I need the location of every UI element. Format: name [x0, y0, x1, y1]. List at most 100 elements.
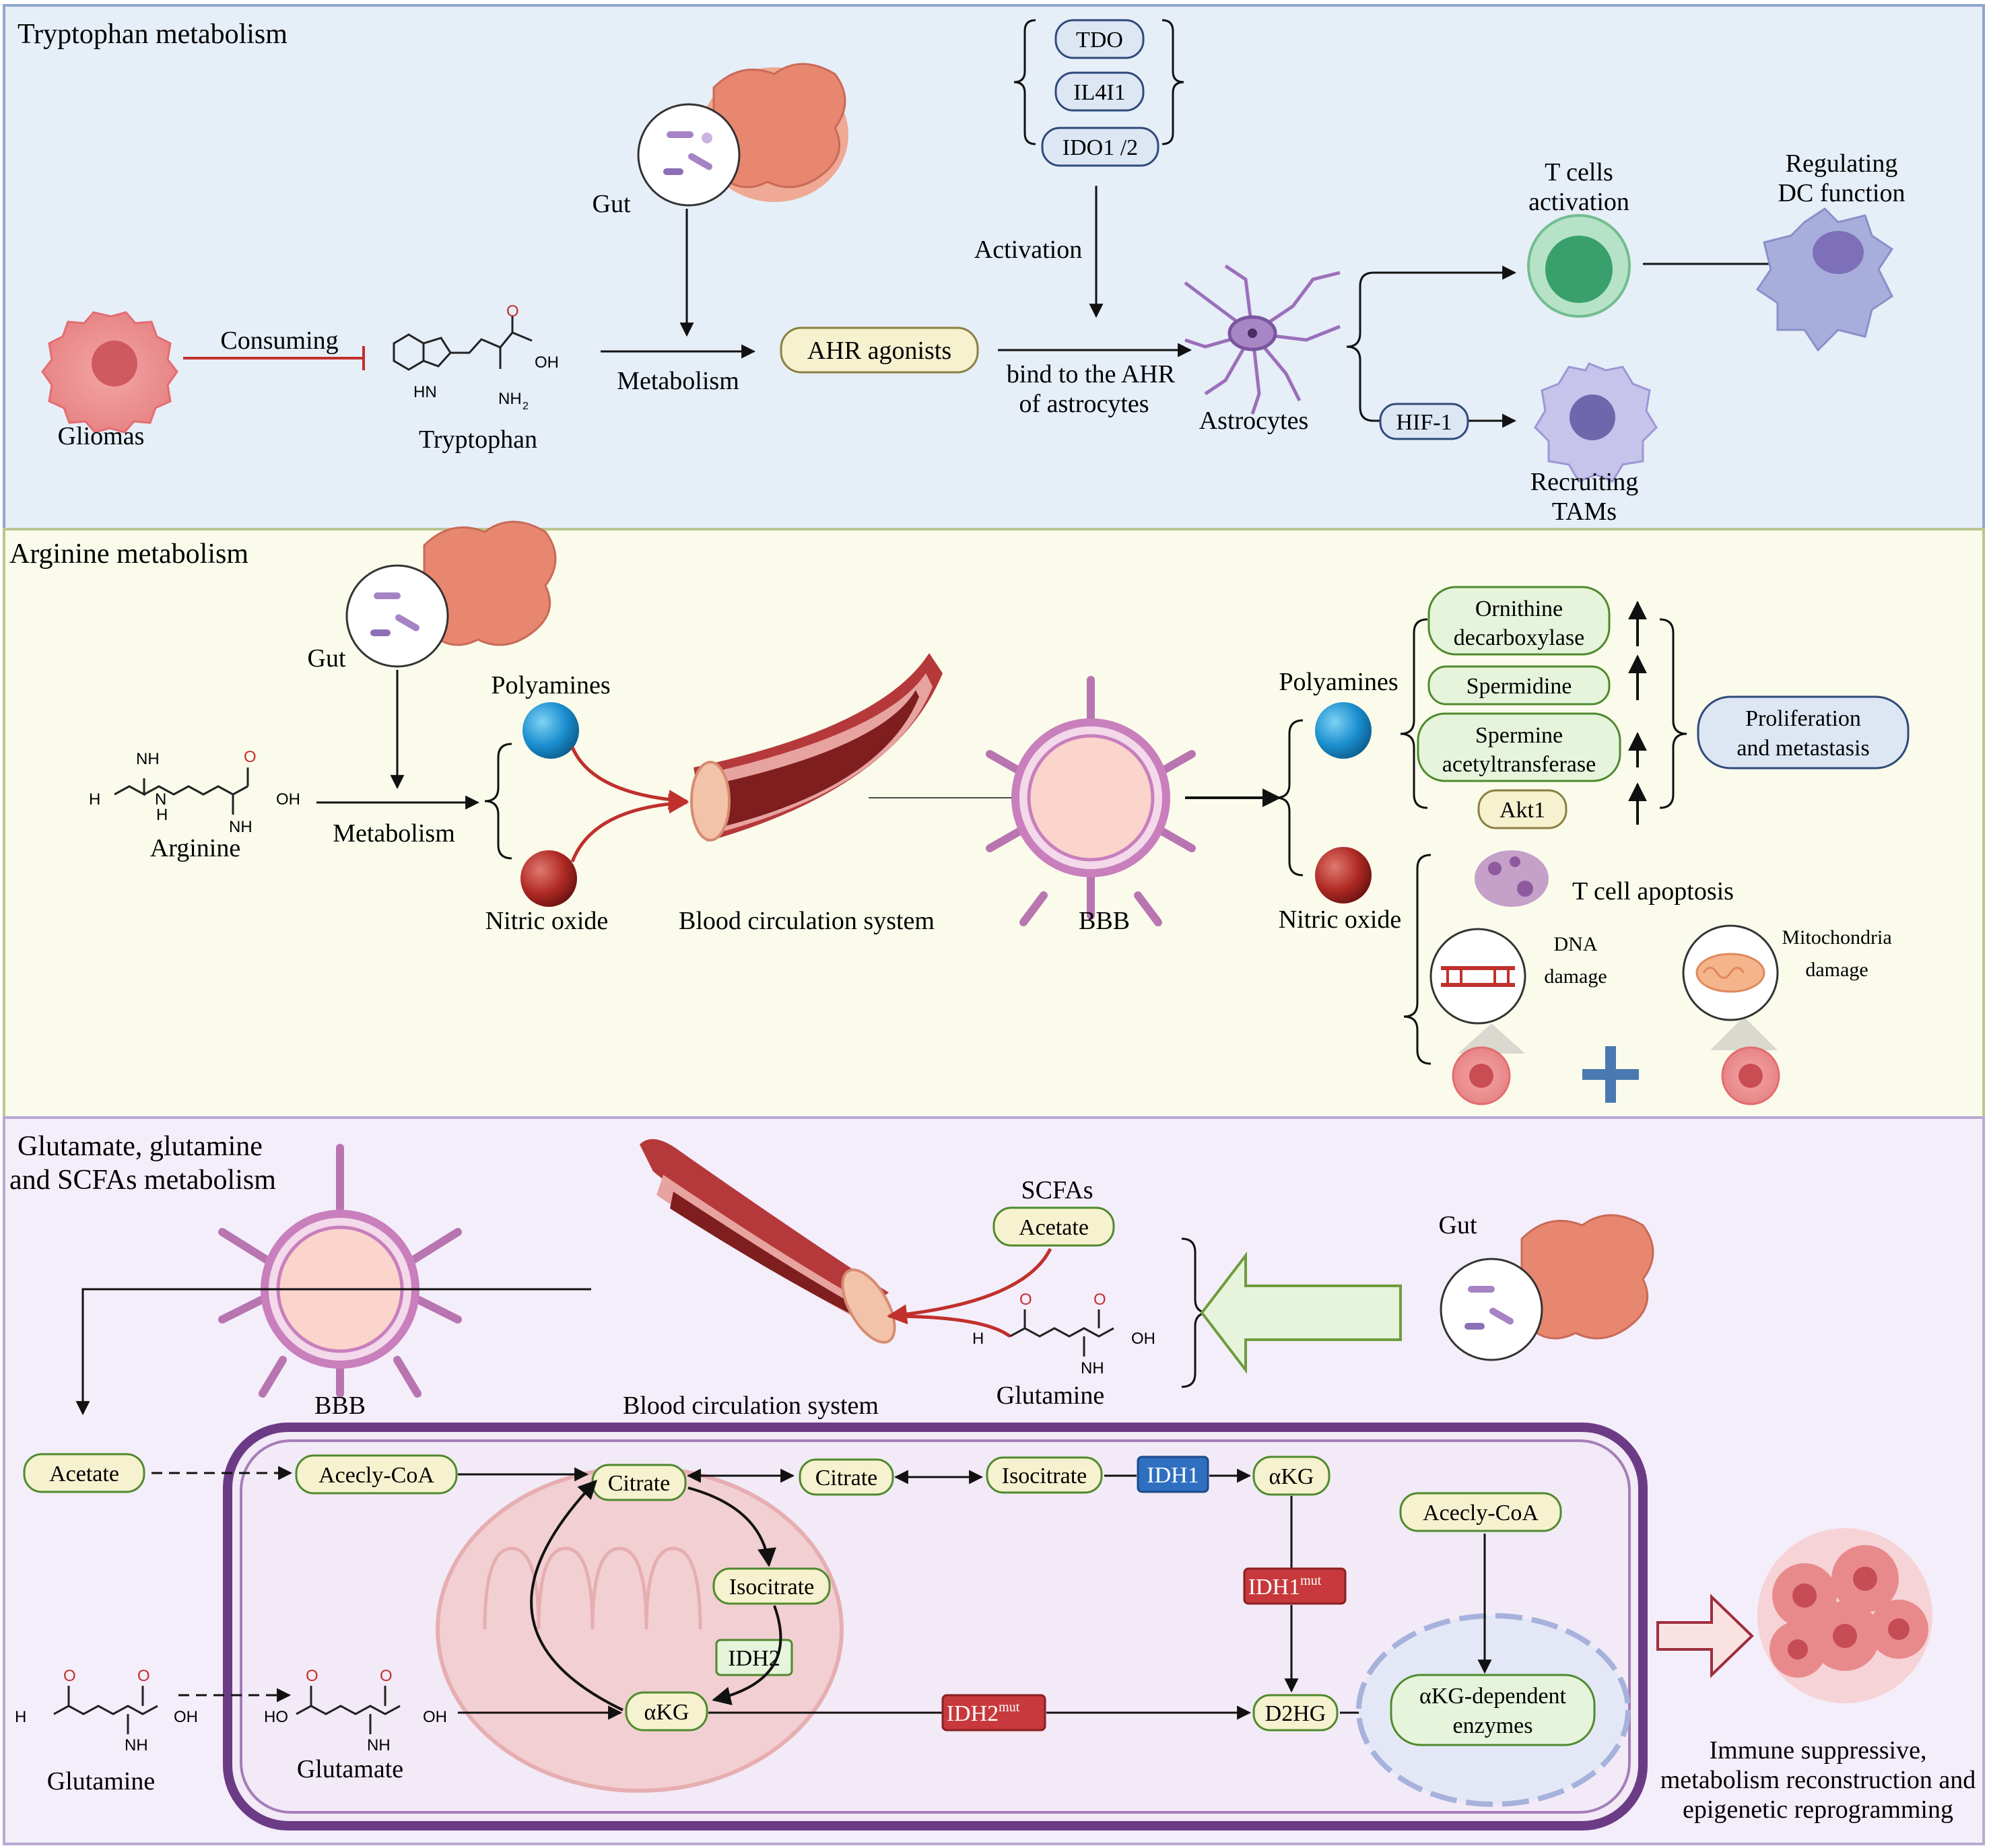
label-dc-1: Regulating: [1786, 149, 1898, 178]
label-glutamine-bottom: Glutamine: [47, 1767, 155, 1795]
chem-nh2-arg: NH: [229, 818, 252, 836]
polyamines-sphere-right: [1315, 702, 1372, 759]
label-idh1: IDH1: [1147, 1463, 1199, 1488]
chem-o-gln-top-2: O: [1093, 1291, 1106, 1309]
chem-oh-arg: OH: [276, 790, 300, 809]
chem-nh2-gln-top: NH: [1081, 1359, 1104, 1377]
label-akt1: Akt1: [1499, 798, 1545, 823]
label-enzyme-2: IDO1 /2: [1063, 135, 1138, 160]
chem-h2n-gln-b: H: [15, 1708, 26, 1726]
chem-hn: HN: [413, 383, 437, 401]
label-isocitrate-cyto: Isocitrate: [1002, 1464, 1087, 1488]
akg-mito-box: [625, 1691, 708, 1732]
chem-nh2-glu: NH: [367, 1736, 391, 1754]
acetate-left-box: [23, 1453, 145, 1493]
label-acecly-coa: Acecly-CoA: [318, 1463, 434, 1488]
label-glutamine-top: Glutamine: [997, 1381, 1104, 1410]
label-mito-2: damage: [1805, 959, 1868, 981]
hif1-box: [1379, 403, 1469, 440]
akt1-box: [1477, 789, 1567, 829]
label-bind-1: bind to the AHR: [1007, 360, 1176, 388]
chem-nh2: NH: [498, 390, 522, 408]
label-metabolism-1: Metabolism: [617, 367, 739, 395]
label-ssat-2: acetyltransferase: [1442, 752, 1596, 777]
label-astrocytes: Astrocytes: [1199, 407, 1309, 435]
label-citrate-mito: Citrate: [608, 1471, 671, 1496]
output-arrow-icon: [1656, 1594, 1754, 1678]
label-gut-3: Gut: [1439, 1211, 1477, 1239]
label-tams-2: TAMs: [1552, 498, 1617, 526]
chem-o-glu-1: O: [306, 1667, 318, 1685]
citrate-cyto-box: [799, 1458, 894, 1496]
label-tryptophan: Tryptophan: [419, 425, 537, 454]
label-akg-enz-1: αKG-dependent: [1419, 1684, 1567, 1709]
label-bbb-2: BBB: [314, 1392, 366, 1420]
label-citrate-cyto: Citrate: [815, 1466, 878, 1491]
blood-vessel-icon: [690, 653, 943, 842]
label-t-apoptosis: T cell apoptosis: [1572, 877, 1734, 905]
panel-title-arginine: Arginine metabolism: [9, 539, 248, 570]
idh2-mut-box: [941, 1694, 1046, 1732]
label-activation: Activation: [974, 236, 1082, 264]
label-consuming: Consuming: [220, 327, 338, 355]
akg-enzymes-box: [1390, 1674, 1596, 1746]
enzyme-il4i1-box: [1054, 71, 1145, 112]
proliferation-box: [1697, 695, 1910, 769]
gut-icon-3: [1440, 1214, 1654, 1361]
mitochondria-damage-icon: [1682, 924, 1779, 1050]
label-blood-2: Blood circulation system: [623, 1392, 879, 1420]
label-outcome-2: metabolism reconstruction and: [1660, 1766, 1976, 1794]
d2hg-box: [1252, 1694, 1339, 1732]
label-dna-1: DNA: [1554, 933, 1598, 955]
label-tcells-2: activation: [1528, 188, 1629, 216]
label-prolif-2: and metastasis: [1737, 736, 1869, 761]
isocitrate-cyto-box: [986, 1456, 1103, 1494]
label-spermidine: Spermidine: [1467, 674, 1572, 699]
chem-oh-glu: OH: [423, 1708, 447, 1726]
odc-box: [1427, 586, 1611, 656]
label-dna-2: damage: [1544, 965, 1607, 988]
label-dc-2: DC function: [1778, 179, 1906, 207]
chem-h-arg: H: [156, 806, 168, 824]
ssat-box: [1417, 712, 1621, 782]
label-enzyme-1: IL4I1: [1073, 80, 1125, 105]
dna-damage-icon: [1429, 928, 1526, 1054]
label-ahr-agonists: AHR agonists: [807, 337, 951, 365]
idh1-box: [1137, 1456, 1209, 1493]
apoptotic-cell-icon: [1475, 850, 1549, 907]
damaged-cell-2-icon: [1721, 1046, 1780, 1105]
label-glutamate-bottom: Glutamate: [297, 1755, 403, 1783]
label-enzyme-0: TDO: [1076, 28, 1123, 53]
label-d2hg: D2HG: [1265, 1701, 1326, 1726]
label-bbb-1: BBB: [1079, 907, 1130, 935]
isocitrate-mito-box: [712, 1567, 831, 1605]
chem-oh-gln-b: OH: [174, 1708, 198, 1726]
label-acetate-top: Acetate: [1019, 1215, 1089, 1240]
label-akg-mito: αKG: [644, 1700, 689, 1725]
chem-h2n-arg: H: [89, 790, 100, 809]
ahr-agonists-box: [780, 327, 979, 374]
enzyme-ido-box: [1041, 127, 1159, 167]
label-acecly-coa-nuc: Acecly-CoA: [1423, 1501, 1539, 1526]
svg-text:2: 2: [522, 401, 529, 412]
chem-o-gln-top-1: O: [1019, 1291, 1032, 1309]
label-polyamines-right: Polyamines: [1279, 668, 1398, 696]
label-mito-1: Mitochondria: [1782, 926, 1891, 949]
chem-oh: OH: [535, 353, 559, 372]
label-akg-enz-2: enzymes: [1453, 1713, 1533, 1738]
panel-title-glutamate-1: Glutamate, glutamine: [18, 1131, 263, 1162]
damaged-cell-1-icon: [1452, 1046, 1511, 1105]
label-arginine: Arginine: [150, 834, 240, 862]
chem-nh2-gln-b: NH: [125, 1736, 148, 1754]
panel-tryptophan: [3, 4, 1985, 531]
enzyme-tdo-box: [1054, 19, 1145, 59]
label-polyamines-left: Polyamines: [491, 671, 610, 699]
label-nitric-oxide-right: Nitric oxide: [1279, 905, 1402, 934]
tryptophan-structure: [393, 316, 533, 371]
panel-arginine: [3, 528, 1985, 1119]
acecly-coa-box: [295, 1454, 458, 1495]
tam-cell-icon: [1534, 362, 1658, 483]
label-gut-1: Gut: [593, 190, 631, 218]
label-odc-1: Ornithine: [1475, 596, 1563, 621]
